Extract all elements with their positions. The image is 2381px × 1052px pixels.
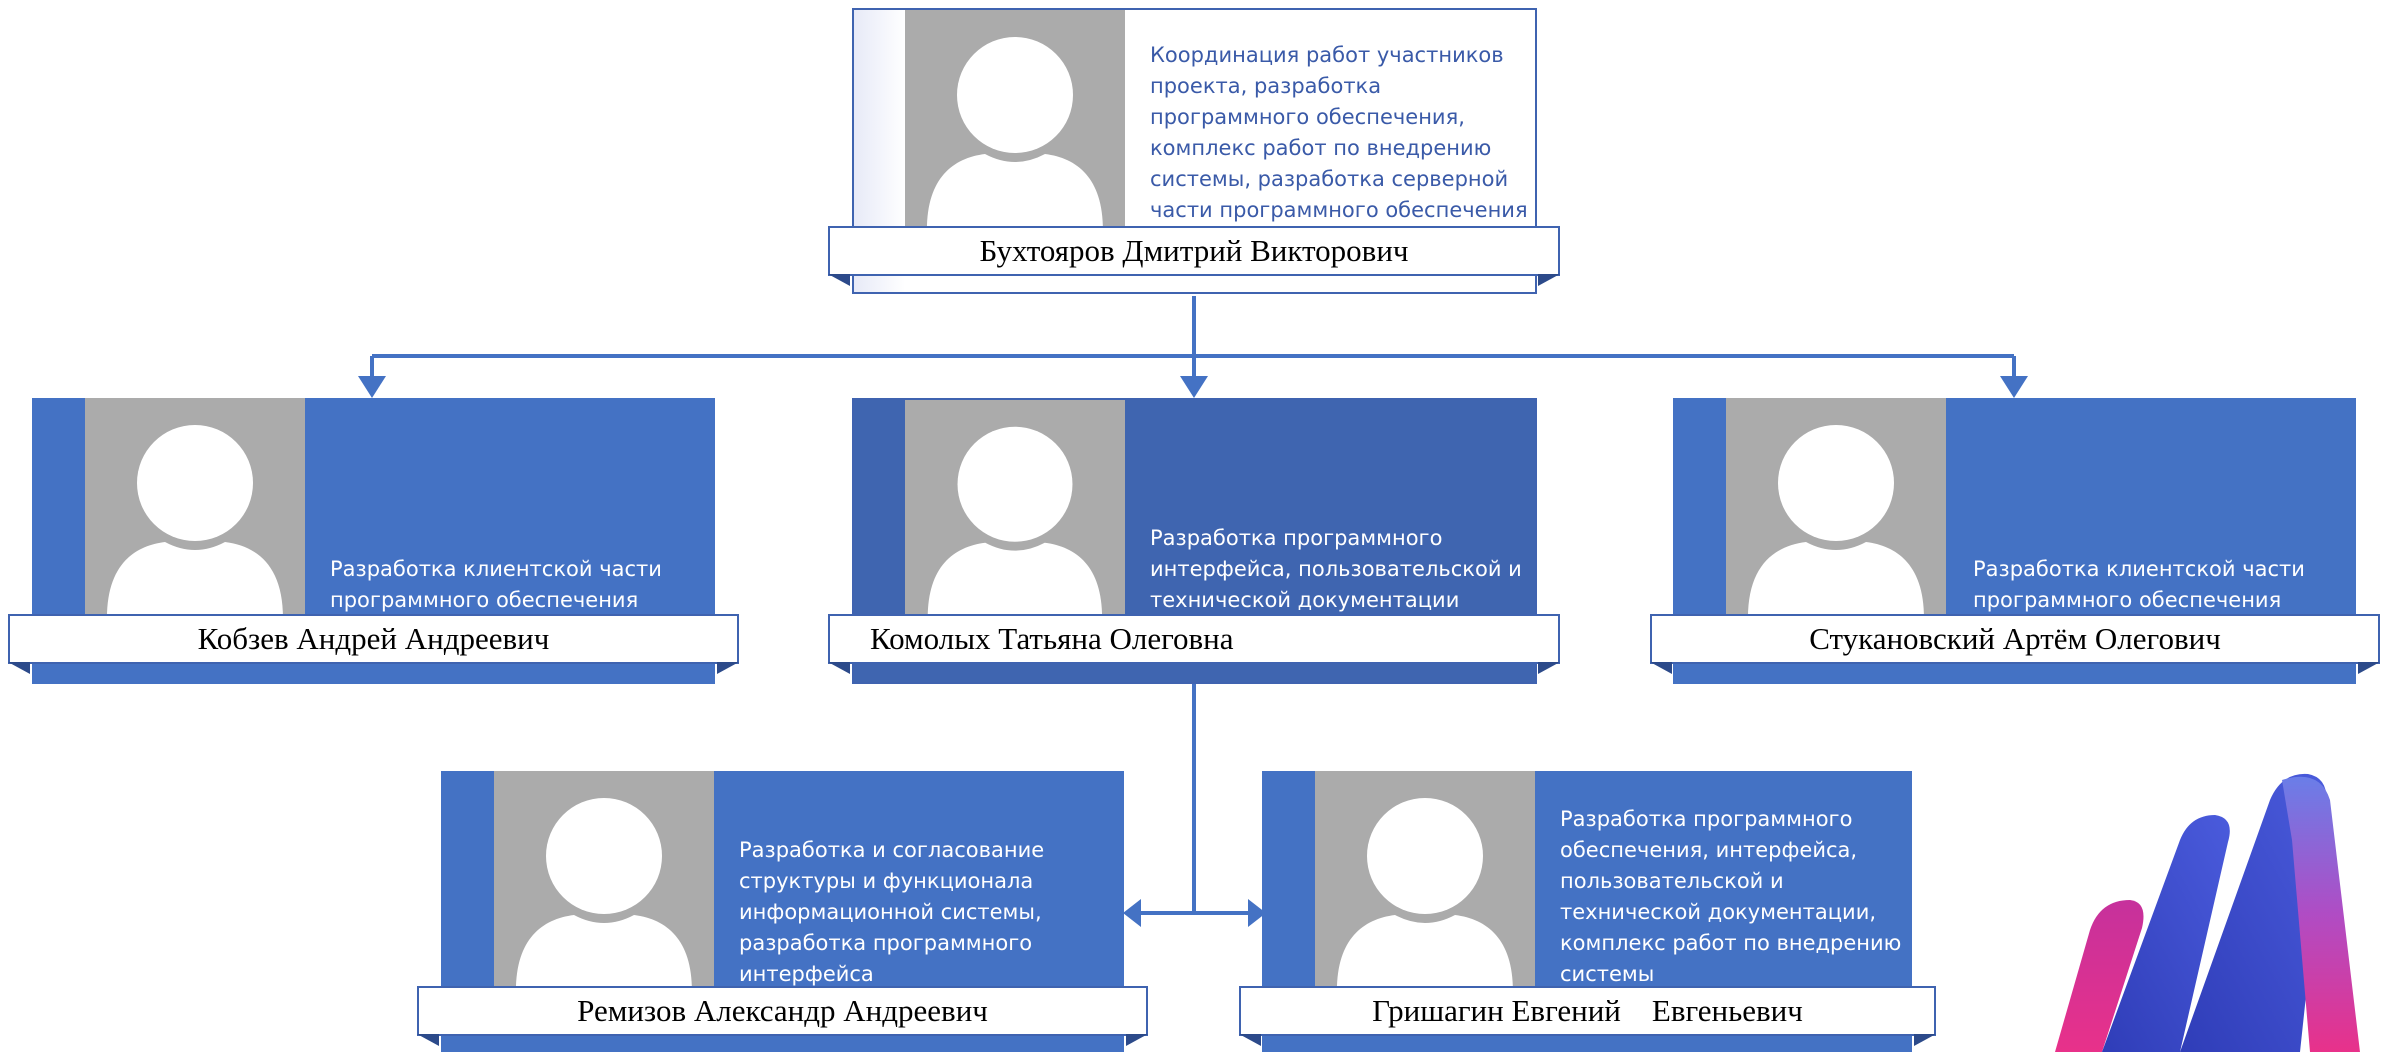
person-name-plate: Кобзев Андрей Андреевич [8,614,739,674]
nameplate-fold-right [2358,662,2380,674]
person-silhouette-icon [927,37,1103,230]
nameplate-fold-left [8,662,30,674]
nameplate-fold-right [1538,274,1560,286]
description-line: пользовательской и [1560,869,1784,893]
description-line: структуры и функционала [739,869,1034,893]
person-name-plate: Гришагин Евгений Евгеньевич [1239,986,1936,1046]
arrow-to-stukanovsky [2000,376,2028,398]
role-description: Разработка клиентской части программного… [1973,554,2353,616]
person-silhouette-icon [1748,425,1924,618]
person-name-plate: Бухтояров Дмитрий Викторович [828,226,1560,286]
nameplate-fold-left [417,1034,439,1046]
description-line: интерфейса [739,962,874,986]
description-line: обеспечения, интерфейса, [1560,838,1858,862]
description-line: Координация работ участников [1150,43,1504,67]
description-line: интерфейса, пользовательской и [1150,557,1522,581]
role-description: Разработка клиентской части программного… [330,554,710,616]
description-line: системы [1560,962,1655,986]
person-silhouette-icon [1337,798,1513,991]
description-line: проекта, разработка [1150,74,1382,98]
description-line: Разработка и согласование [739,838,1045,862]
role-description: Координация работ участников проекта, ра… [1150,40,1530,226]
person-name: Гришагин Евгений Евгеньевич [1372,993,1803,1028]
person-name-plate: Комолых Татьяна Олеговна [828,614,1560,674]
role-description: Разработка программного обеспечения, инт… [1560,804,1910,990]
person-photo [494,771,714,991]
person-photo [905,10,1125,230]
description-line: программного обеспечения [330,588,639,612]
person-name: Ремизов Александр Андреевич [577,993,988,1028]
description-line: программного обеспечения [1973,588,2282,612]
description-line: Разработка клиентской части [330,557,662,581]
description-line: программного обеспечения, [1150,105,1465,129]
person-name: Бухтояров Дмитрий Викторович [979,233,1409,268]
description-line: Разработка клиентской части [1973,557,2305,581]
arrow-to-kobzev [358,376,386,398]
description-line: комплекс работ по внедрению [1150,136,1492,160]
person-name: Кобзев Андрей Андреевич [197,621,550,656]
card-frame [852,8,1537,294]
person-name: Стукановский Артём Олегович [1809,621,2221,656]
person-name-plate: Стукановский Артём Олегович [1650,614,2380,674]
nameplate-fold-right [1126,1034,1148,1046]
nameplate-fold-left [1239,1034,1261,1046]
description-line: Разработка программного [1150,526,1443,550]
nameplate-fold-left [1650,662,1672,674]
person-silhouette-icon [516,798,692,991]
role-description: Разработка и согласование структуры и фу… [739,835,1119,990]
card-frame [852,398,1537,684]
description-line: разработка программного [739,931,1033,955]
person-silhouette-icon [927,426,1103,618]
person-photo [85,398,305,618]
arrow-to-grishagin [1248,899,1266,927]
person-silhouette-icon [107,425,283,618]
nameplate-fold-right [717,662,739,674]
brand-logo-icon [2055,773,2360,1052]
role-description: Разработка программного интерфейса, поль… [1150,523,1535,616]
person-name: Комолых Татьяна Олеговна [870,621,1234,656]
arrow-to-komolykh [1180,376,1208,398]
nameplate-fold-left [828,274,850,286]
arrow-to-remizov [1123,899,1141,927]
description-line: системы, разработка серверной [1150,167,1509,191]
description-line: технической документации, [1560,900,1877,924]
nameplate-fold-right [1538,662,1560,674]
person-photo [905,400,1125,618]
nameplate-fold-left [828,662,850,674]
person-name-plate: Ремизов Александр Андреевич [417,986,1148,1046]
description-line: Разработка программного [1560,807,1853,831]
person-photo [1726,398,1946,618]
description-line: комплекс работ по внедрению [1560,931,1902,955]
person-photo [1315,771,1535,991]
description-line: информационной системы, [739,900,1042,924]
description-line: части программного обеспечения [1150,198,1528,222]
description-line: технической документации [1150,588,1460,612]
nameplate-fold-right [1914,1034,1936,1046]
